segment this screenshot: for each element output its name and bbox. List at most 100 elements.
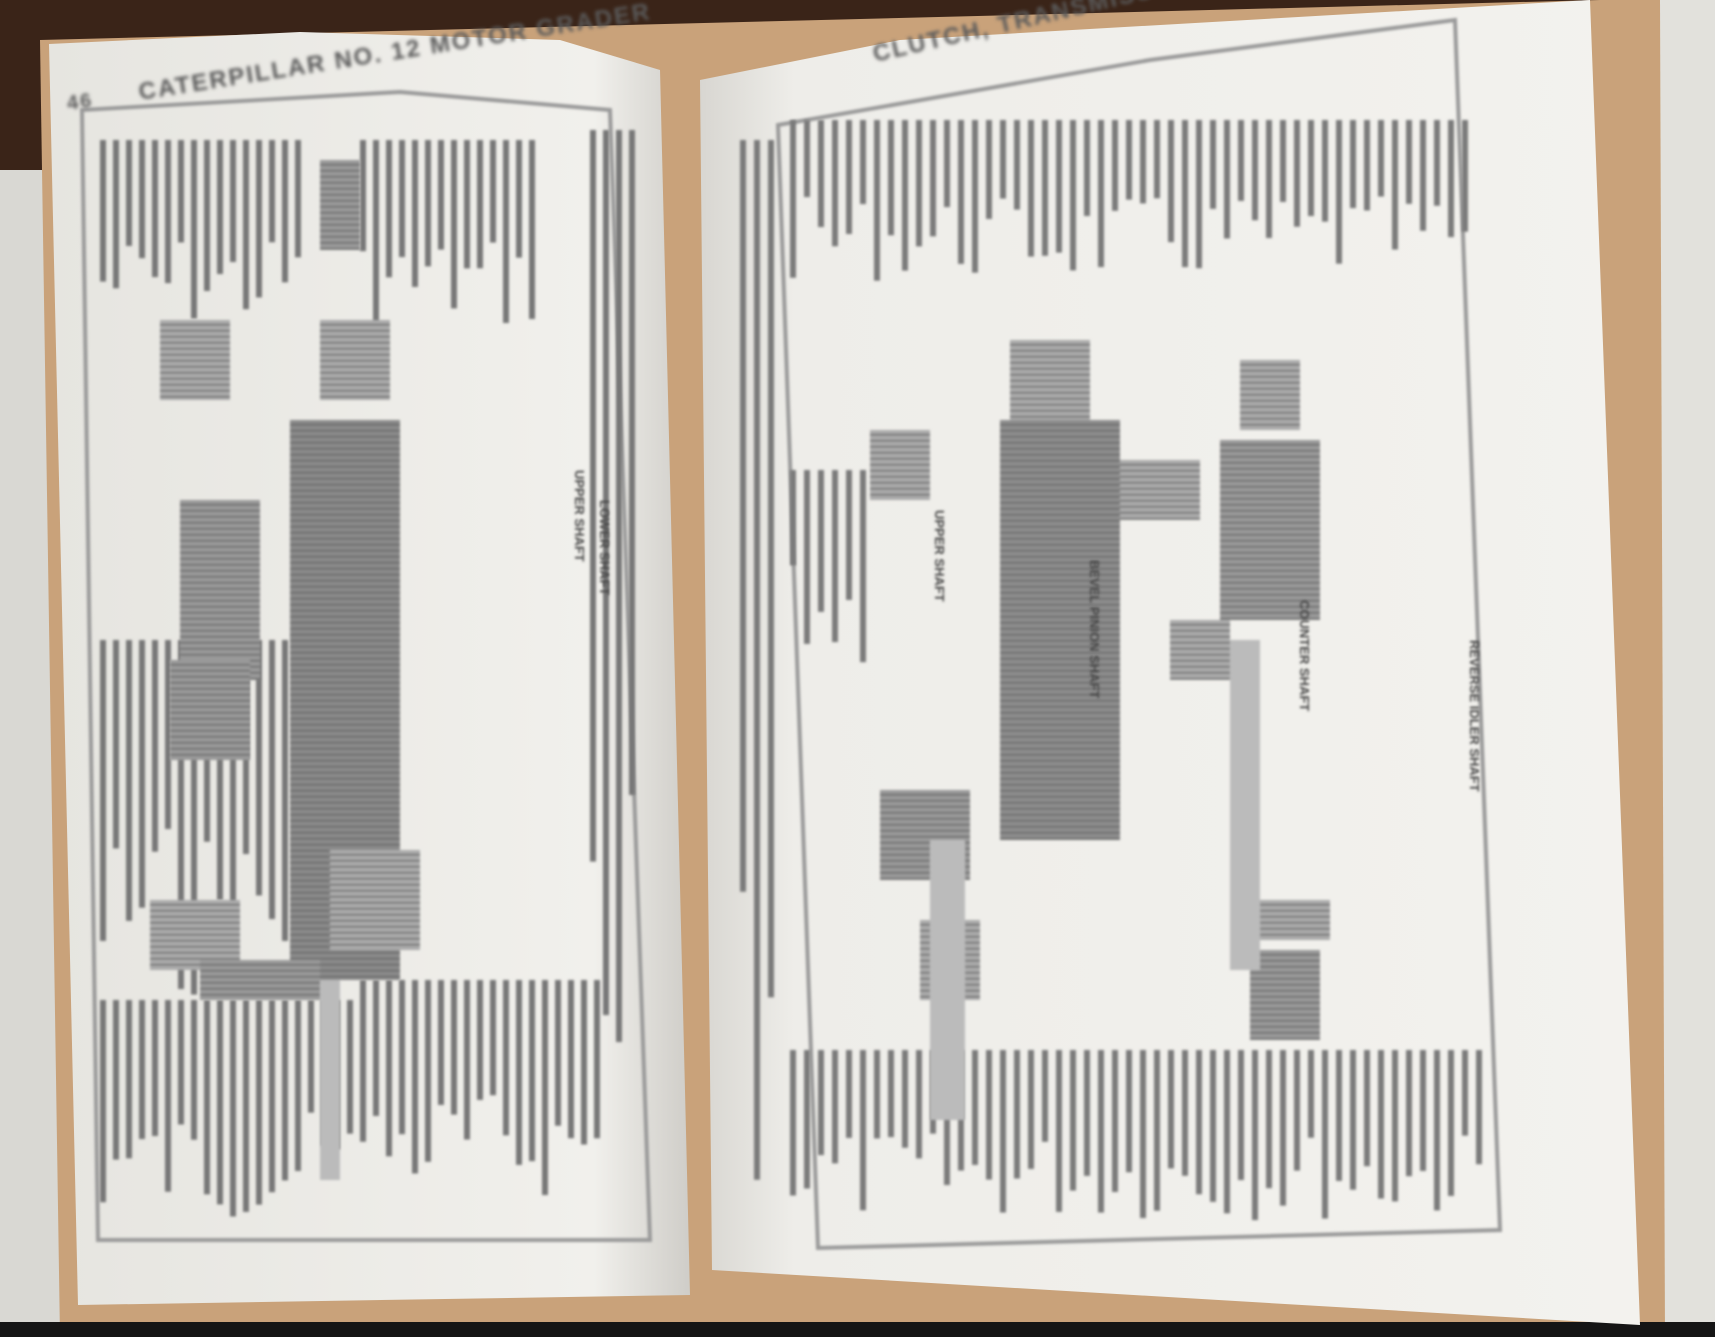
text-line — [1084, 120, 1090, 217]
hatch-line — [1120, 482, 1200, 484]
text-line — [1126, 1050, 1132, 1173]
hatch-line — [1000, 574, 1120, 576]
text-line — [986, 120, 992, 219]
hatch-line — [330, 902, 420, 904]
hatch-line — [290, 616, 400, 618]
hatch-line — [1000, 496, 1120, 498]
hatch-line — [320, 330, 390, 332]
hatch-line — [1000, 760, 1120, 762]
hatch-line — [290, 760, 400, 762]
text-line — [1238, 120, 1244, 201]
text-line — [542, 980, 548, 1196]
text-line — [888, 1050, 894, 1138]
hatch-line — [290, 508, 400, 510]
hatch-line — [1250, 966, 1320, 968]
hatch-line — [180, 546, 260, 548]
text-line — [386, 140, 392, 278]
hatch-line — [290, 586, 400, 588]
text-line — [1406, 120, 1412, 204]
text-line — [1434, 1050, 1440, 1211]
text-line — [818, 470, 824, 612]
hatch-line — [170, 742, 250, 744]
hatch-line — [170, 682, 250, 684]
hatch-line — [1000, 556, 1120, 558]
text-line — [944, 120, 950, 208]
text-line — [846, 1050, 852, 1138]
hatch-line — [1240, 928, 1330, 930]
hatch-line — [200, 964, 320, 966]
hatch-line — [1000, 448, 1120, 450]
hatch-line — [1000, 724, 1120, 726]
hatch-line — [290, 544, 400, 546]
text-line — [217, 640, 223, 900]
hatch-line — [880, 842, 970, 844]
text-line — [1168, 1050, 1174, 1169]
text-line — [113, 640, 119, 849]
text-line — [1378, 120, 1384, 197]
text-line — [972, 1050, 978, 1165]
hatch-line — [290, 496, 400, 498]
hatch-line — [880, 836, 970, 838]
hatch-line — [200, 982, 320, 984]
text-line — [425, 140, 431, 267]
text-line — [832, 470, 838, 643]
text-line — [139, 1000, 145, 1140]
text-line — [1280, 120, 1286, 202]
hatch-line — [880, 860, 970, 862]
hatch-line — [290, 790, 400, 792]
hatch-line — [1220, 504, 1320, 506]
hatch-line — [290, 538, 400, 540]
hatch-line — [1250, 1008, 1320, 1010]
hatch-line — [870, 470, 930, 472]
hatch-line — [1000, 562, 1120, 564]
text-line — [100, 1000, 106, 1203]
hatch-line — [320, 372, 390, 374]
text-line — [1224, 120, 1230, 239]
left-label-upper-shaft: UPPER SHAFT — [572, 470, 587, 562]
hatch-line — [1250, 1038, 1320, 1040]
hatch-line — [180, 612, 260, 614]
text-line — [217, 140, 223, 275]
text-line — [256, 1000, 262, 1205]
hatch-line — [1240, 370, 1300, 372]
text-line — [165, 1000, 171, 1192]
hatch-line — [170, 700, 250, 702]
text-line — [1364, 1050, 1370, 1167]
hatch-line — [150, 922, 240, 924]
hatch-line — [1000, 640, 1120, 642]
hatch-line — [160, 336, 230, 338]
left-label-lower-shaft: LOWER SHAFT — [597, 500, 612, 595]
hatch-line — [320, 248, 360, 250]
hatch-line — [290, 724, 400, 726]
text-line — [503, 140, 509, 323]
hatch-line — [1170, 660, 1230, 662]
hatch-line — [200, 994, 320, 996]
text-line — [1434, 120, 1440, 206]
hatch-line — [330, 872, 420, 874]
hatch-line — [1220, 522, 1320, 524]
hatch-line — [870, 482, 930, 484]
text-line — [113, 140, 119, 289]
hatch-line — [1240, 922, 1330, 924]
hatch-line — [290, 562, 400, 564]
hatch-line — [1220, 498, 1320, 500]
text-line — [1042, 120, 1048, 256]
text-line — [754, 140, 760, 1180]
hatch-line — [1000, 742, 1120, 744]
hatch-line — [1120, 494, 1200, 496]
hatch-line — [150, 904, 240, 906]
hatch-line — [290, 766, 400, 768]
text-line — [243, 1000, 249, 1212]
hatch-line — [290, 784, 400, 786]
hatch-line — [170, 730, 250, 732]
text-line — [1266, 1050, 1272, 1189]
hatch-line — [290, 424, 400, 426]
text-line — [1350, 120, 1356, 209]
text-line — [555, 980, 561, 1126]
text-line — [1378, 1050, 1384, 1199]
hatch-line — [1000, 706, 1120, 708]
text-line — [490, 980, 496, 1096]
hatch-line — [320, 342, 390, 344]
hatch-line — [1120, 488, 1200, 490]
text-line — [1238, 1050, 1244, 1181]
